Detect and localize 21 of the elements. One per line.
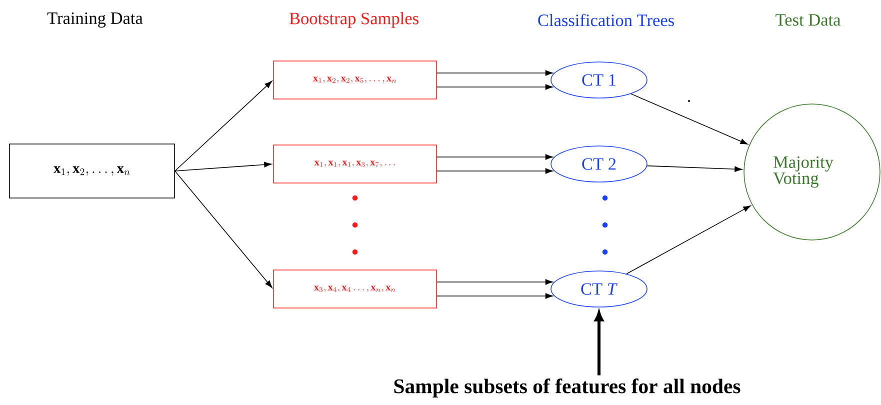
column-heading: Training Data [47,12,143,28]
arrow [436,84,553,90]
column-heading: Bootstrap Samples [289,12,418,28]
arrow [646,165,742,172]
training-data-box: $\mathbf{x}_1, \mathbf{x}_2, \ldots, \mathbf{x}_n$ [9,144,175,198]
column-heading: Classification Trees [538,14,674,26]
column-heading: Test Data [776,14,841,26]
arrow [174,80,272,172]
arrow [174,170,272,288]
arrow [436,70,553,76]
arrow [436,293,553,299]
arrow [436,279,553,285]
sample-box: $\mathbf{x}_1, \mathbf{x}_2, \mathbf{x}_2, \mathbf{x}_5, \ldots, \mathbf{x}_n$ [273,60,437,100]
note-text: Sample subsets of features for all nodes [394,378,740,398]
sample-box: $\mathbf{x}_3, \mathbf{x}_4, \mathbf{x}_4 \ldots, \mathbf{x}_n, \mathbf{x}_n$ [273,270,437,308]
sample-box: $\mathbf{x}_1, \mathbf{x}_1, \mathbf{x}_1, \mathbf{x}_3, \mathbf{x}_7, \ldots$ [273,144,437,184]
arrow [626,205,751,274]
arrow [630,93,748,145]
arrow [436,168,553,174]
arrow [436,154,553,160]
arrow [174,162,272,172]
